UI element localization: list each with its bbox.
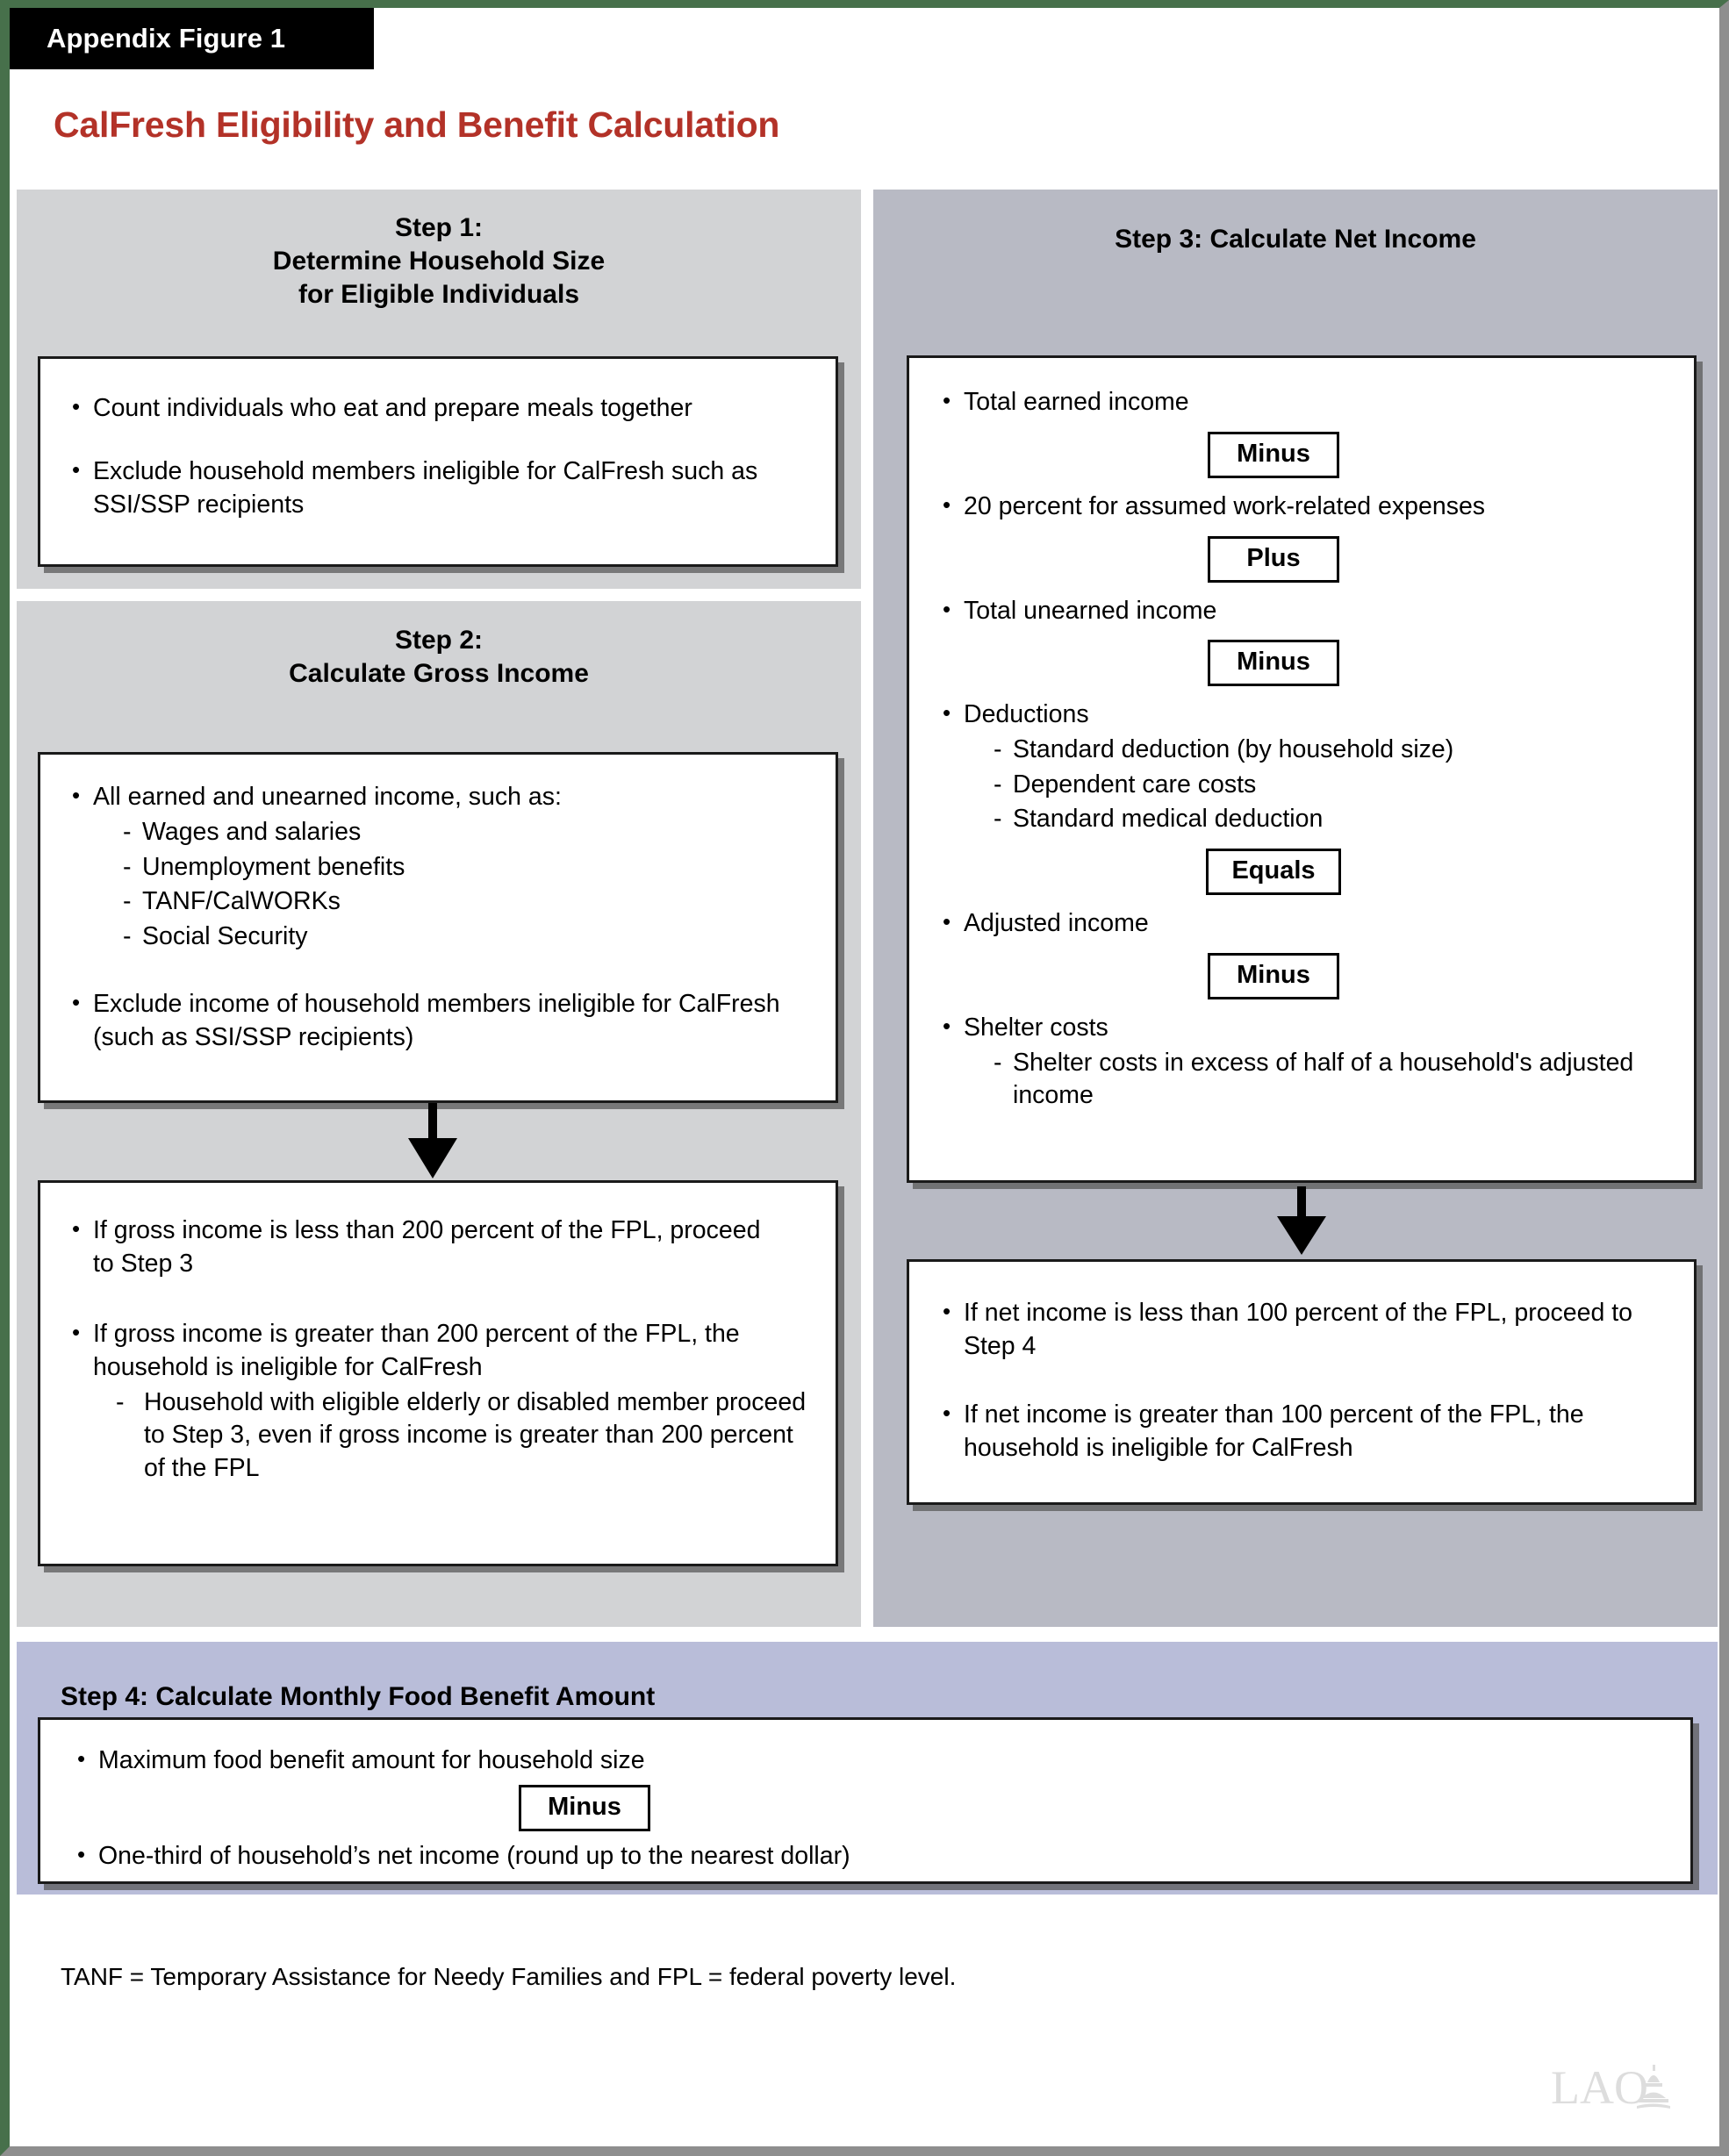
operator-chip-minus-2: Minus (1208, 640, 1339, 687)
list-item: Deductions Standard deduction (by househ… (941, 698, 1669, 836)
list-item: Unemployment benefits (121, 851, 809, 885)
step1-heading-line2: Determine Household Size (272, 246, 606, 276)
step2-heading-line1: Step 2: (394, 626, 484, 655)
step1-bullet-list: Count individuals who eat and prepare me… (70, 391, 809, 522)
step3-flow-list: Total unearned income (941, 594, 1669, 628)
step3-heading: Step 3: Calculate Net Income (873, 190, 1718, 256)
figure-inner: Appendix Figure 1 CalFresh Eligibility a… (10, 8, 1719, 2146)
deductions-label: Deductions (964, 700, 1089, 729)
operator-chip-plus: Plus (1208, 535, 1339, 583)
list-item: Total unearned income (941, 594, 1669, 628)
list-item: Shelter costs Shelter costs in excess of… (941, 1011, 1669, 1113)
step3-flow-list: Total earned income (941, 385, 1669, 419)
deductions-list: Standard deduction (by household size) D… (964, 734, 1669, 836)
list-item: Standard deduction (by household size) (992, 734, 1669, 767)
list-item: Exclude household members ineligible for… (70, 455, 786, 522)
list-item: Household with eligible elderly or disab… (114, 1386, 809, 1486)
lao-logo: LAO (1551, 2058, 1682, 2119)
step4-bullet-list: Maximum food benefit amount for househol… (75, 1744, 1664, 1778)
arrow-down-icon (1277, 1186, 1326, 1255)
step3-flow-list: Deductions Standard deduction (by househ… (941, 698, 1669, 836)
list-item: Wages and salaries (121, 816, 809, 849)
step4-bullet-list: One-third of household’s net income (rou… (75, 1839, 1664, 1873)
list-item: Count individuals who eat and prepare me… (70, 391, 809, 426)
operator-chip-minus-3: Minus (1208, 952, 1339, 999)
list-item: Maximum food benefit amount for househol… (75, 1744, 1664, 1778)
list-item: Standard medical deduction (992, 803, 1669, 836)
step2-box-inner: All earned and unearned income, such as:… (40, 755, 836, 1076)
step2-content-box: All earned and unearned income, such as:… (38, 752, 838, 1103)
step4-heading: Step 4: Calculate Monthly Food Benefit A… (17, 1642, 1718, 1712)
list-item: Social Security (121, 920, 809, 954)
list-item: Exclude income of household members inel… (70, 987, 795, 1055)
list-item: 20 percent for assumed work-related expe… (941, 490, 1669, 524)
step2-heading-line2: Calculate Gross Income (289, 658, 589, 688)
step3-outcome-list: If net income is less than 100 percent o… (941, 1296, 1668, 1465)
list-item: One-third of household’s net income (rou… (75, 1839, 1664, 1873)
shelter-costs-label: Shelter costs (964, 1013, 1108, 1042)
operator-chip-minus-1: Minus (1208, 431, 1339, 478)
step3-flow-list: Shelter costs Shelter costs in excess of… (941, 1011, 1669, 1113)
income-types-list: Wages and salaries Unemployment benefits… (93, 816, 809, 953)
step2-flow-arrow-down (405, 1103, 461, 1185)
list-item: Total earned income (941, 385, 1669, 419)
figure-number-label: Appendix Figure 1 (47, 23, 286, 54)
operator-row: Equals (941, 849, 1669, 895)
list-item: Dependent care costs (992, 769, 1669, 802)
operator-chip-minus-step4: Minus (519, 1784, 650, 1831)
step1-heading-line1: Step 1: (394, 213, 484, 242)
footnote-text: TANF = Temporary Assistance for Needy Fa… (61, 1963, 957, 1990)
step2-bullet-0-text: All earned and unearned income, such as: (93, 783, 562, 811)
step3-outcome-box: If net income is less than 100 percent o… (907, 1259, 1697, 1505)
svg-text:LAO: LAO (1551, 2061, 1648, 2114)
step4-heading-text: Step 4: Calculate Monthly Food Benefit A… (61, 1682, 656, 1711)
step1-heading: Step 1: Determine Household Size for Eli… (17, 190, 861, 311)
list-item: Adjusted income (941, 906, 1669, 941)
list-item: If gross income is greater than 200 perc… (70, 1317, 809, 1486)
step3-outcome-inner: If net income is less than 100 percent o… (909, 1262, 1694, 1486)
operator-row: Minus (941, 431, 1669, 478)
step2-outcome-1-text: If gross income is greater than 200 perc… (93, 1319, 740, 1381)
step3-heading-text: Step 3: Calculate Net Income (1115, 225, 1476, 254)
step2-outcome-list: If gross income is less than 200 percent… (70, 1214, 809, 1485)
page-title: CalFresh Eligibility and Benefit Calcula… (54, 104, 780, 145)
list-item: All earned and unearned income, such as:… (70, 780, 809, 953)
step2-outcome-box: If gross income is less than 200 percent… (38, 1180, 838, 1566)
list-item: TANF/CalWORKs (121, 885, 809, 919)
step2-outcome-sublist: Household with eligible elderly or disab… (93, 1386, 809, 1486)
list-item: If gross income is less than 200 percent… (70, 1214, 786, 1281)
step3-flow-arrow-down (1273, 1186, 1330, 1261)
step2-outcome-inner: If gross income is less than 200 percent… (40, 1183, 836, 1506)
lao-capitol-logo-icon: LAO (1551, 2061, 1670, 2114)
step3-flow-list: Adjusted income (941, 906, 1669, 941)
operator-chip-equals: Equals (1206, 849, 1341, 895)
step3-content-box: Total earned income Minus 20 percent for… (907, 355, 1697, 1183)
step1-content-box: Count individuals who eat and prepare me… (38, 356, 838, 567)
operator-row: Minus (941, 952, 1669, 999)
step2-bullet-list: All earned and unearned income, such as:… (70, 780, 809, 1055)
list-item: Shelter costs in excess of half of a hou… (992, 1047, 1669, 1113)
figure-number-tab: Appendix Figure 1 (10, 8, 374, 69)
step2-heading: Step 2: Calculate Gross Income (17, 601, 861, 691)
list-item: If net income is less than 100 percent o… (941, 1296, 1657, 1364)
arrow-down-icon (408, 1103, 457, 1178)
step4-content-box: Maximum food benefit amount for househol… (38, 1717, 1693, 1884)
step3-box-inner: Total earned income Minus 20 percent for… (909, 358, 1694, 1130)
operator-row: Plus (941, 535, 1669, 583)
step3-flow-list: 20 percent for assumed work-related expe… (941, 490, 1669, 524)
step4-box-inner: Maximum food benefit amount for househol… (40, 1720, 1690, 1891)
step1-box-inner: Count individuals who eat and prepare me… (40, 359, 836, 543)
step1-heading-line3: for Eligible Individuals (298, 279, 580, 309)
operator-row: Minus (941, 640, 1669, 687)
list-item: If net income is greater than 100 percen… (941, 1398, 1666, 1465)
operator-row: Minus (75, 1784, 1664, 1831)
shelter-costs-sublist: Shelter costs in excess of half of a hou… (964, 1047, 1669, 1113)
